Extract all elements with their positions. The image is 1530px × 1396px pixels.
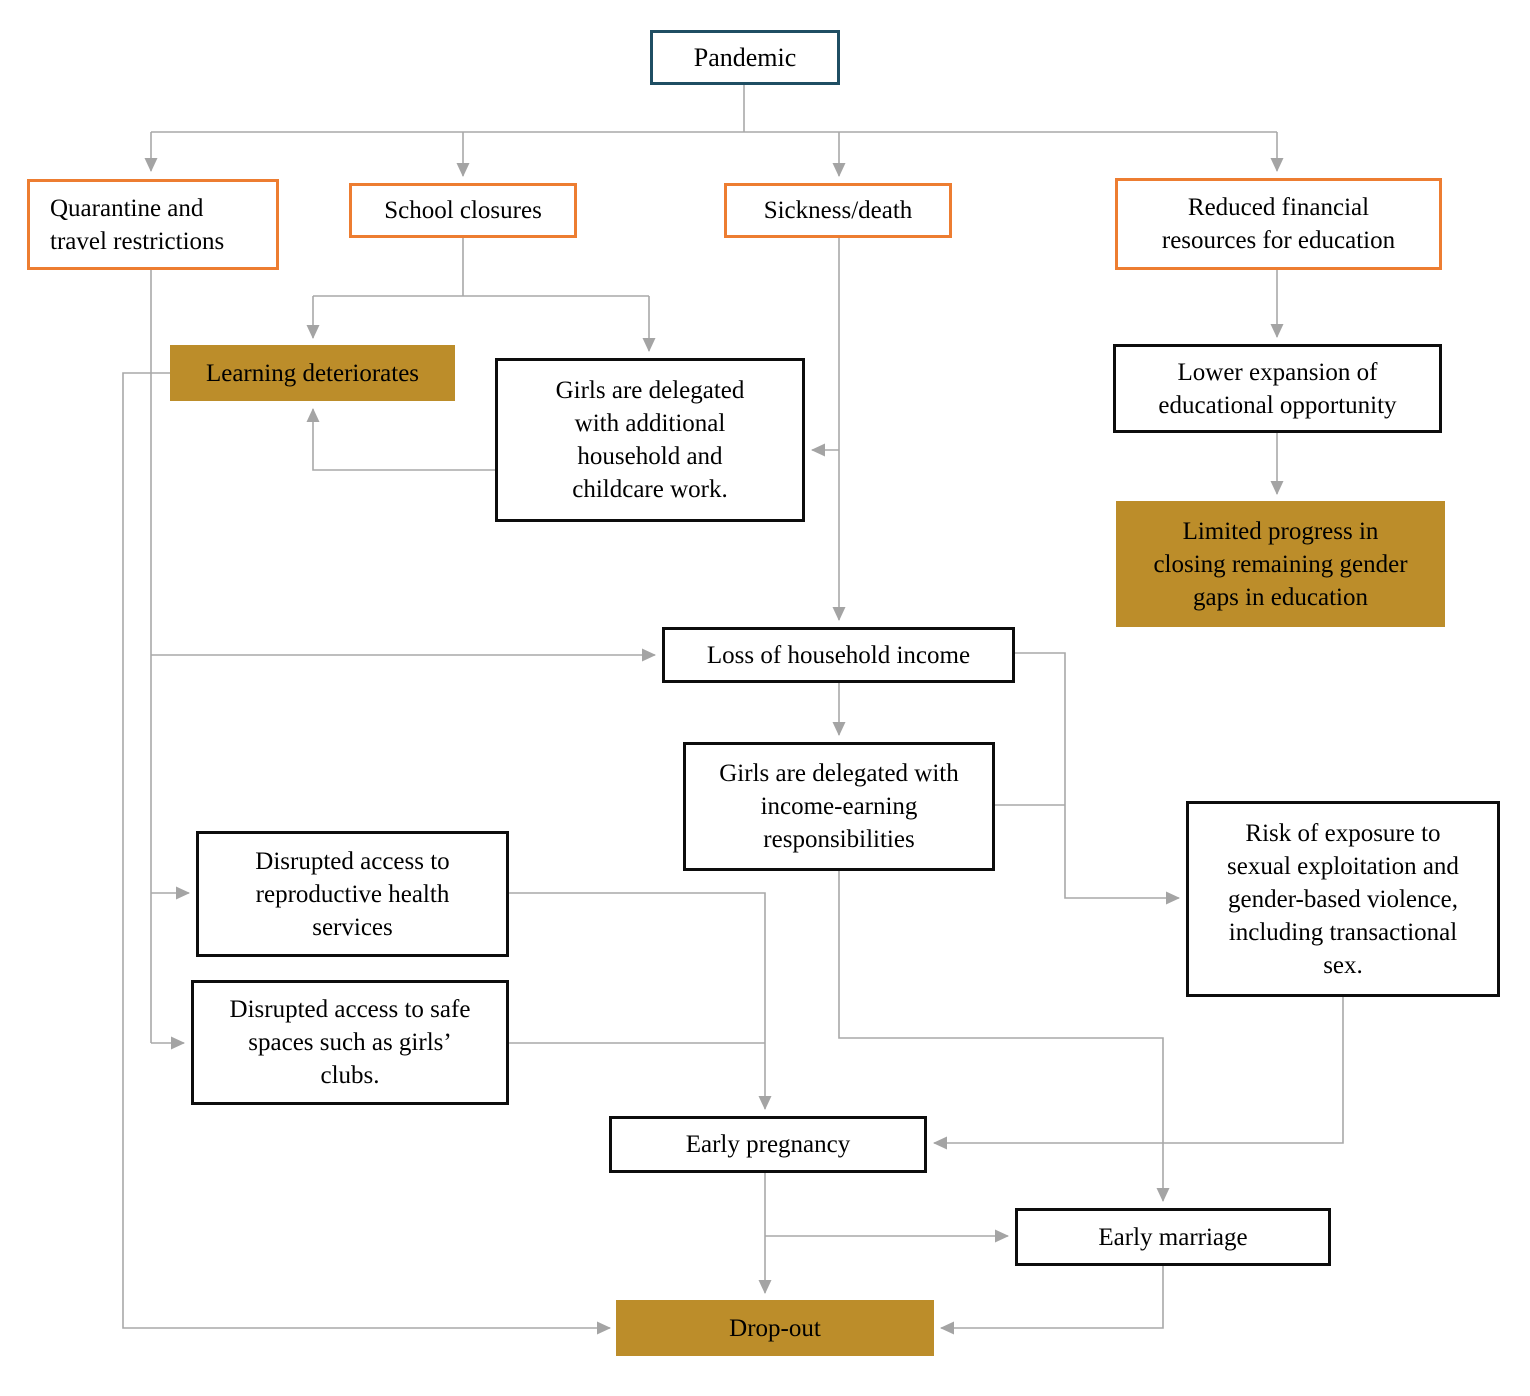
- edge-school-split: [313, 238, 649, 297]
- node-quarantine-label: Quarantine and travel restrictions: [50, 194, 225, 255]
- node-sickness-death: Sickness/death: [724, 183, 952, 238]
- node-disrupted-safe-spaces: Disrupted access to safe spaces such as …: [191, 980, 509, 1105]
- node-loss-household-income: Loss of household income: [662, 627, 1015, 683]
- node-learning-deteriorates-label: Learning deteriorates: [205, 359, 420, 387]
- node-dropout: Drop-out: [616, 1300, 934, 1356]
- node-early-pregnancy-label: Early pregnancy: [685, 1131, 851, 1158]
- node-quarantine: Quarantine and travel restrictions: [27, 179, 279, 270]
- node-school-closures: School closures: [349, 183, 577, 238]
- edge-loss-risk: [1015, 652, 1180, 905]
- node-reduced-financial: Reduced financial resources for educatio…: [1115, 178, 1442, 270]
- edge-risk-pregnancy: [933, 997, 1344, 1150]
- node-early-marriage: Early marriage: [1015, 1208, 1331, 1266]
- edge-marriage-dropout: [940, 1266, 1164, 1335]
- node-pandemic: Pandemic: [650, 30, 840, 85]
- node-school-closures-label: School closures: [384, 197, 542, 224]
- node-limited-progress-label: Limited progress in closing remaining ge…: [1153, 517, 1408, 611]
- node-lower-expansion: Lower expansion of educational opportuni…: [1113, 344, 1442, 433]
- node-dropout-label: Drop-out: [729, 1314, 821, 1342]
- node-loss-household-income-label: Loss of household income: [706, 641, 971, 669]
- node-limited-progress: Limited progress in closing remaining ge…: [1116, 501, 1445, 627]
- node-risk-exposure-label: Risk of exposure to sexual exploitation …: [1227, 819, 1459, 979]
- edge-repro-pregnancy: [509, 892, 772, 1110]
- node-risk-exposure: Risk of exposure to sexual exploitation …: [1186, 801, 1500, 997]
- node-pandemic-label: Pandemic: [693, 43, 797, 72]
- node-disrupted-repro-health-label: Disrupted access to reproductive health …: [255, 847, 450, 941]
- node-learning-deteriorates: Learning deteriorates: [170, 345, 455, 401]
- node-girls-household-work-label: Girls are delegated with additional hous…: [555, 377, 745, 503]
- edge-household-learning: [306, 408, 495, 471]
- node-girls-income-earning: Girls are delegated with income-earning …: [683, 742, 995, 871]
- node-lower-expansion-label: Lower expansion of educational opportuni…: [1158, 358, 1397, 419]
- node-early-marriage-label: Early marriage: [1098, 1223, 1248, 1251]
- node-girls-household-work: Girls are delegated with additional hous…: [495, 358, 805, 522]
- node-disrupted-repro-health: Disrupted access to reproductive health …: [196, 831, 509, 957]
- node-reduced-financial-label: Reduced financial resources for educatio…: [1161, 194, 1396, 254]
- node-sickness-death-label: Sickness/death: [763, 197, 913, 224]
- node-girls-income-earning-label: Girls are delegated with income-earning …: [719, 760, 959, 853]
- node-early-pregnancy: Early pregnancy: [609, 1116, 927, 1173]
- node-disrupted-safe-spaces-label: Disrupted access to safe spaces such as …: [229, 996, 471, 1089]
